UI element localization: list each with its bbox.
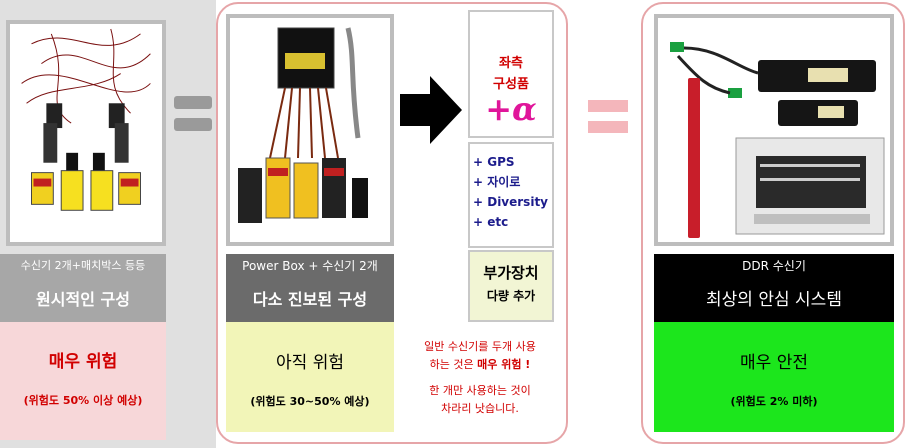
components-plus-box: 좌측 구성품 +α [468, 10, 554, 138]
addon-list: + GPS + 자이로 + Diversity + etc [468, 142, 554, 248]
col2-caption-main: 다소 진보된 구성 [226, 278, 394, 322]
photo-power-box [226, 14, 394, 246]
col4-risk-title: 매우 안전 [740, 353, 808, 373]
col1-risk-title: 매우 위험 [48, 352, 118, 372]
power-box-illustration [238, 27, 368, 223]
plus-alpha-symbol: +α [485, 90, 537, 128]
col4-risk-panel: 매우 안전 (위험도 2% 미하) [654, 322, 894, 432]
addon-list-item: + etc [473, 215, 509, 229]
col2-risk-panel: 아직 위험 (위험도 30~50% 예상) [226, 322, 394, 432]
pink-equals-icon [588, 100, 628, 134]
warning-line3: 한 개만 사용하는 것이 [429, 384, 531, 397]
col2-risk-subtitle: (위험도 30~50% 예상) [250, 395, 370, 408]
col1-risk-subtitle: (위험도 50% 이상 예상) [23, 394, 143, 407]
col4-caption-main: 최상의 안심 시스템 [654, 278, 894, 322]
col4-caption-top: DDR 수신기 [654, 254, 894, 278]
col4-risk-subtitle: (위험도 2% 미하) [730, 395, 818, 408]
col1-caption-main: 원시적인 구성 [0, 278, 166, 322]
addon-devices-label: 부가장치 [483, 264, 539, 282]
equals-icon [174, 96, 212, 132]
addon-list-item: + Diversity [473, 195, 548, 209]
warning-emphasis: 매우 위험 ! [477, 358, 531, 371]
col2-risk-title: 아직 위험 [276, 353, 344, 373]
dual-receiver-illustration [21, 28, 151, 211]
arrow-right-icon [400, 76, 462, 144]
ddr-receiver-illustration [670, 42, 885, 238]
warning-note: 일반 수신기를 두개 사용 하는 것은 매우 위험 ! 한 개만 사용하는 것이… [398, 338, 562, 418]
col2-caption-top: Power Box + 수신기 2개 [226, 254, 394, 278]
photo-ddr-receiver [654, 14, 894, 246]
warning-line4: 차라리 낫습니다. [441, 402, 519, 415]
addon-devices-box: 부가장치 다량 추가 [468, 250, 554, 322]
addon-devices-sub: 다량 추가 [486, 289, 536, 303]
photo-dual-receivers [6, 20, 166, 246]
warning-line1: 일반 수신기를 두개 사용 [424, 340, 536, 353]
col1-risk-panel: 매우 위험 (위험도 50% 이상 예상) [0, 322, 166, 440]
addon-list-item: + GPS [473, 155, 515, 169]
warning-line2: 하는 것은 매우 위험 ! [429, 358, 531, 371]
addon-list-item: + 자이로 [473, 175, 521, 189]
col1-caption-top: 수신기 2개+매치박스 등등 [0, 254, 166, 278]
components-title-line2: 구성품 [493, 77, 529, 92]
components-title-line1: 좌측 [499, 56, 523, 71]
